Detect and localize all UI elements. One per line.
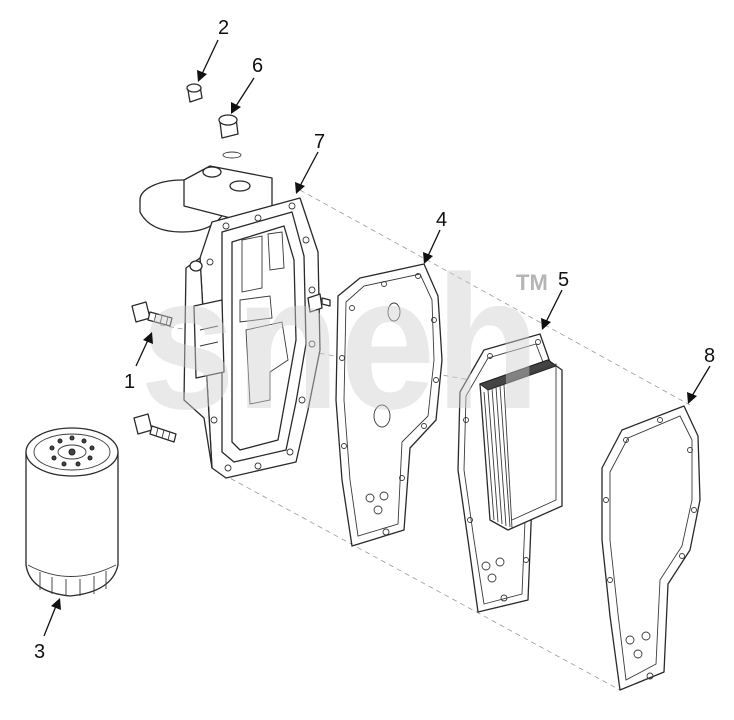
label-part-5: 5	[558, 269, 569, 291]
bolt-upper	[131, 301, 173, 327]
leader-lines	[43, 39, 711, 637]
gasket-4-holes	[339, 273, 439, 536]
label-part-2: 2	[218, 17, 229, 39]
oil-filter	[25, 427, 119, 597]
part-labels: 2 6 7 4 5 8 1 3	[34, 17, 715, 663]
label-part-3: 3	[34, 641, 45, 663]
gasket-8-holes	[603, 417, 697, 680]
plug	[186, 83, 203, 103]
label-part-4: 4	[436, 209, 447, 231]
cooler-fins	[483, 384, 513, 529]
filter-head-housing	[139, 165, 321, 479]
label-part-1: 1	[124, 371, 135, 393]
gasket-4	[335, 263, 443, 547]
plug-with-o-ring	[218, 114, 242, 159]
cooler-plate-holes	[463, 339, 541, 602]
label-part-6: 6	[252, 55, 263, 77]
housing-bolt-holes	[206, 202, 316, 472]
watermark-text: sneh	[140, 237, 540, 449]
oil-cooler	[457, 333, 563, 613]
watermark: sneh TM	[140, 237, 548, 449]
label-part-8: 8	[704, 345, 715, 367]
bolt-right	[307, 293, 331, 313]
label-part-7: 7	[314, 131, 325, 153]
watermark-tm: TM	[516, 270, 548, 295]
bolt-lower	[133, 413, 177, 443]
gasket-8	[601, 405, 701, 691]
filter-port-holes	[49, 435, 95, 467]
